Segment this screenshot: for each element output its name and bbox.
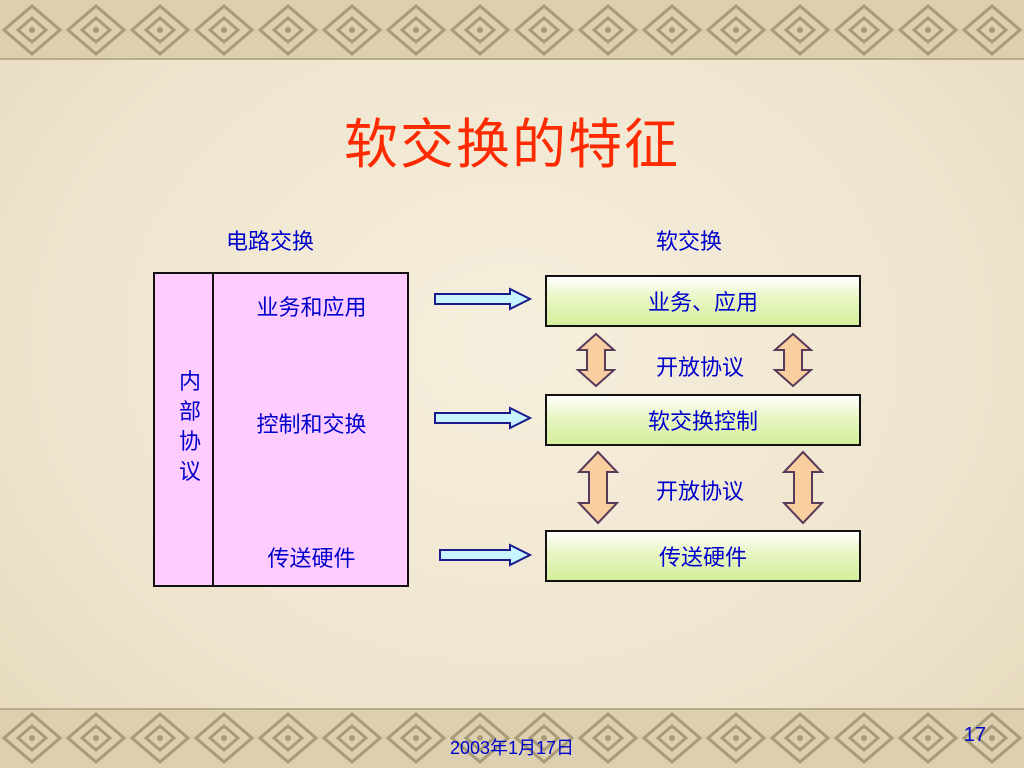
- left-layer-transport: 传送硬件: [267, 547, 356, 572]
- internal-protocol-label: 内 部 协 议: [170, 368, 210, 488]
- mapping-arrow-transport: [439, 543, 533, 567]
- internal-protocol-char: 协: [178, 430, 201, 455]
- circuit-switch-box: [153, 272, 409, 587]
- protocol-double-arrow-upper-right: [772, 332, 814, 388]
- softswitch-heading: 软交换: [656, 230, 723, 255]
- internal-protocol-divider: [212, 272, 214, 587]
- top-border-pattern: [0, 0, 1024, 60]
- right-layer-softswitch-control: 软交换控制: [545, 394, 861, 446]
- mapping-arrow-services: [434, 287, 533, 311]
- open-protocol-label-upper: 开放协议: [655, 356, 744, 381]
- mapping-arrow-control: [434, 406, 533, 430]
- open-protocol-label-lower: 开放协议: [655, 480, 744, 505]
- protocol-double-arrow-upper-left: [575, 332, 617, 388]
- bottom-border-pattern: [0, 708, 1024, 768]
- right-layer-transport: 传送硬件: [545, 530, 861, 582]
- internal-protocol-char: 议: [178, 460, 201, 485]
- slide-title: 软交换的特征: [344, 113, 680, 176]
- footer-date: 2003年1月17日: [449, 738, 575, 758]
- internal-protocol-char: 内: [178, 370, 201, 395]
- page-number: 17: [963, 724, 986, 746]
- left-layer-services: 业务和应用: [256, 296, 367, 321]
- internal-protocol-char: 部: [178, 400, 201, 425]
- protocol-double-arrow-lower-left: [576, 450, 620, 525]
- left-layer-control: 控制和交换: [256, 413, 367, 438]
- circuit-switching-heading: 电路交换: [226, 230, 315, 255]
- protocol-double-arrow-lower-right: [781, 450, 825, 525]
- right-layer-services: 业务、应用: [545, 275, 861, 327]
